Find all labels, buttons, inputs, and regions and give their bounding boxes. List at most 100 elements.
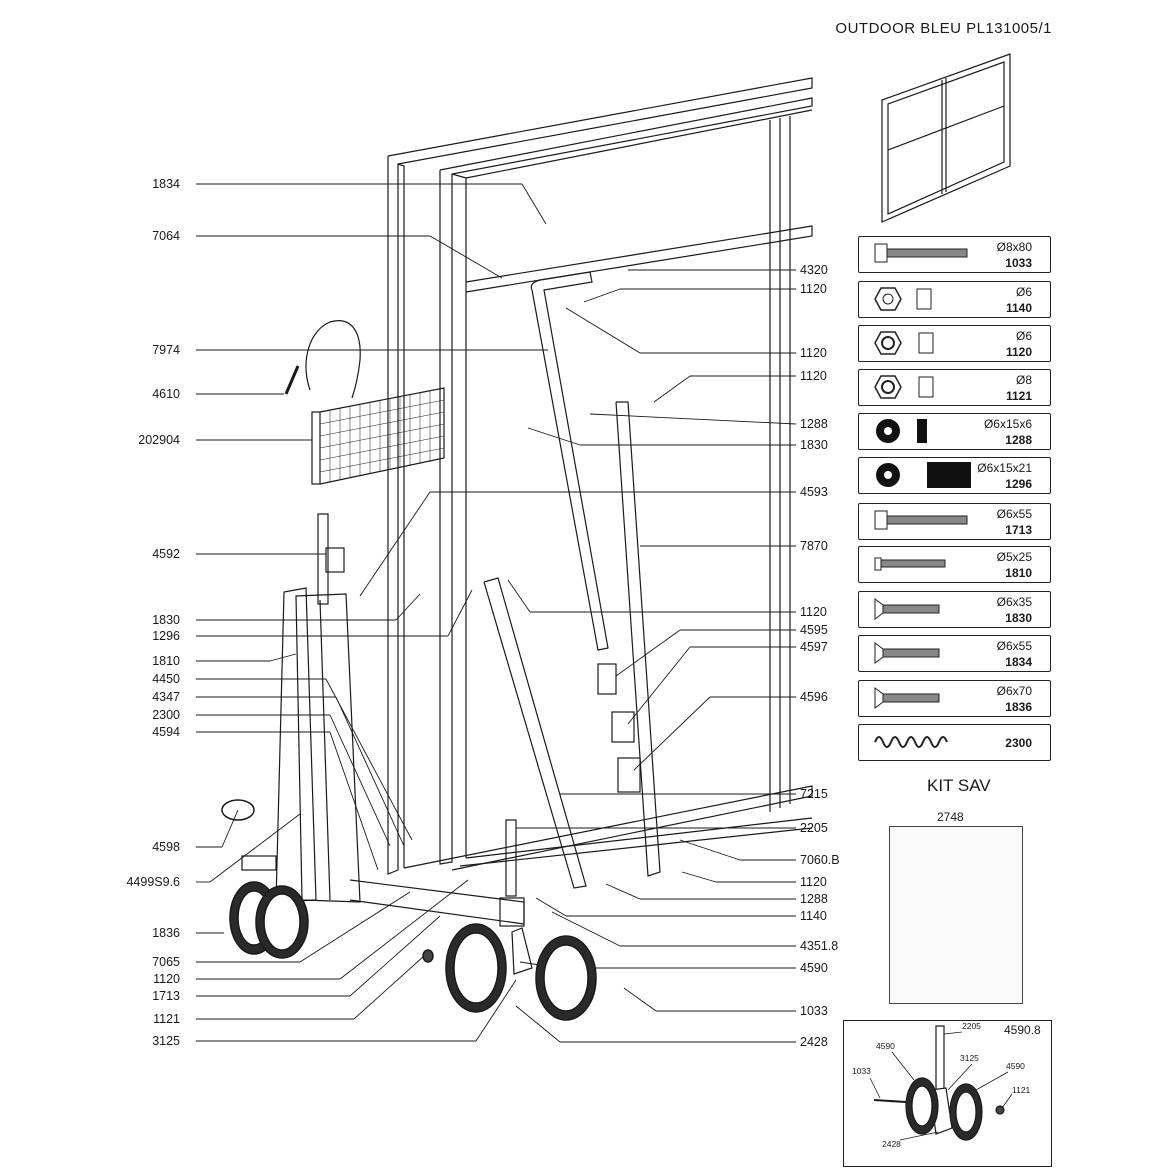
part-label: 4596	[800, 690, 828, 704]
part-label: 4499S9.6	[126, 875, 180, 889]
part-label: 1810	[152, 654, 180, 668]
wheels	[221, 799, 597, 1021]
hardware-size: Ø6x55	[996, 507, 1032, 521]
hardware-code: 1834	[1005, 655, 1032, 669]
part-label: 1120	[800, 369, 827, 383]
hardware-item: Ø8x80 1033	[858, 236, 1051, 273]
part-label: 7065	[152, 955, 180, 969]
leader-lines	[196, 183, 548, 1042]
hex-bolt-icon	[874, 510, 968, 530]
net-assembly	[284, 320, 445, 485]
part-label: 4593	[800, 485, 828, 499]
hardware-code: 1836	[1005, 700, 1032, 714]
part-label: 1288	[800, 892, 828, 906]
part-label: 4594	[152, 725, 180, 739]
subassembly-part-label: 2205	[962, 1021, 981, 1031]
kit-title: KIT SAV	[927, 776, 991, 795]
spring-icon	[874, 736, 948, 748]
part-label: 4595	[800, 623, 828, 637]
part-label: 2205	[800, 821, 828, 835]
part-label: 1140	[800, 909, 827, 923]
hardware-item: Ø6x55 1713	[858, 503, 1051, 540]
kit-code: 2748	[937, 810, 964, 824]
part-label: 7870	[800, 539, 828, 553]
hardware-item: 2300	[858, 724, 1051, 761]
part-label: 1296	[152, 629, 180, 643]
hardware-size: Ø6x35	[996, 595, 1032, 609]
hardware-code: 1830	[1005, 611, 1032, 625]
hardware-code: 1121	[1005, 389, 1032, 403]
part-label: 1120	[800, 605, 827, 619]
hardware-item: Ø6x15x6 1288	[858, 413, 1051, 450]
hardware-size: Ø8x80	[996, 240, 1032, 254]
part-label: 7215	[800, 787, 828, 801]
part-label: 1830	[152, 613, 180, 627]
countersunk-screw-icon	[874, 598, 940, 620]
part-label: 4450	[152, 672, 180, 686]
part-label: 1120	[153, 972, 180, 986]
hardware-item: Ø6x35 1830	[858, 591, 1051, 628]
part-label: 3125	[152, 1034, 180, 1048]
part-label: 4590	[800, 961, 828, 975]
part-label: 202904	[138, 433, 180, 447]
countersunk-screw-icon	[874, 642, 940, 664]
subassembly-part-label: 4590	[1006, 1061, 1025, 1071]
hex-nut-icon	[874, 287, 932, 311]
subassembly-part-label: 1121	[1012, 1085, 1031, 1095]
hex-bolt-icon	[874, 243, 968, 263]
screw-icon	[874, 557, 946, 571]
leg-frames	[241, 587, 525, 927]
countersunk-screw-icon	[874, 687, 940, 709]
subassembly-code: 4590.8	[1004, 1023, 1041, 1037]
subassembly-drawing	[869, 1025, 1013, 1141]
post	[317, 513, 329, 605]
part-label: 7060.B	[800, 853, 840, 867]
washer-icon	[876, 419, 927, 443]
hardware-item: Ø8 1121	[858, 369, 1051, 406]
hardware-code: 1033	[1005, 256, 1032, 270]
part-label: 1836	[152, 926, 180, 940]
hardware-size: Ø6x70	[996, 684, 1032, 698]
subassembly-part-label: 4590	[876, 1041, 895, 1051]
subassembly-box	[843, 1020, 1052, 1167]
hardware-size: Ø6x15x6	[983, 417, 1032, 431]
hardware-code: 1713	[1005, 523, 1032, 537]
hardware-size: Ø5x25	[996, 550, 1032, 564]
page-title: OUTDOOR BLEU PL131005/1	[835, 20, 1052, 37]
hardware-size: Ø6	[1015, 285, 1032, 299]
part-label: 4610	[152, 387, 180, 401]
hardware-code: 1120	[1005, 345, 1032, 359]
subassembly-part-label: 2428	[882, 1139, 901, 1149]
part-label: 7974	[152, 343, 180, 357]
kit-sheet	[889, 826, 1023, 1004]
hardware-item: Ø6 1120	[858, 325, 1051, 362]
part-label: 1033	[800, 1004, 828, 1018]
table-top-frame	[387, 77, 813, 875]
part-label: 2428	[800, 1035, 828, 1049]
lock-nut-icon	[874, 375, 934, 399]
part-label: 1834	[152, 177, 180, 191]
hardware-code: 1810	[1005, 566, 1032, 580]
hardware-item: Ø5x25 1810	[858, 546, 1051, 583]
part-label: 4351.8	[800, 939, 839, 953]
support-legs	[483, 271, 661, 889]
part-label: 4592	[152, 547, 180, 561]
hardware-code: 1288	[1005, 433, 1032, 447]
lock-nut-icon	[874, 331, 934, 355]
hardware-item: Ø6 1140	[858, 281, 1051, 318]
spacer-icon	[876, 462, 971, 488]
hardware-size: Ø8	[1015, 373, 1032, 387]
part-label: 1120	[800, 346, 827, 360]
part-label: 4598	[152, 840, 180, 854]
part-label: 4320	[800, 263, 828, 277]
hardware-code: 1140	[1005, 301, 1032, 315]
hardware-size: Ø6	[1015, 329, 1032, 343]
part-label: 7064	[152, 229, 180, 243]
part-label: 1288	[800, 417, 828, 431]
part-label: 2300	[152, 708, 180, 722]
part-label: 1120	[800, 282, 827, 296]
hardware-size: Ø6x15x21	[977, 461, 1032, 475]
